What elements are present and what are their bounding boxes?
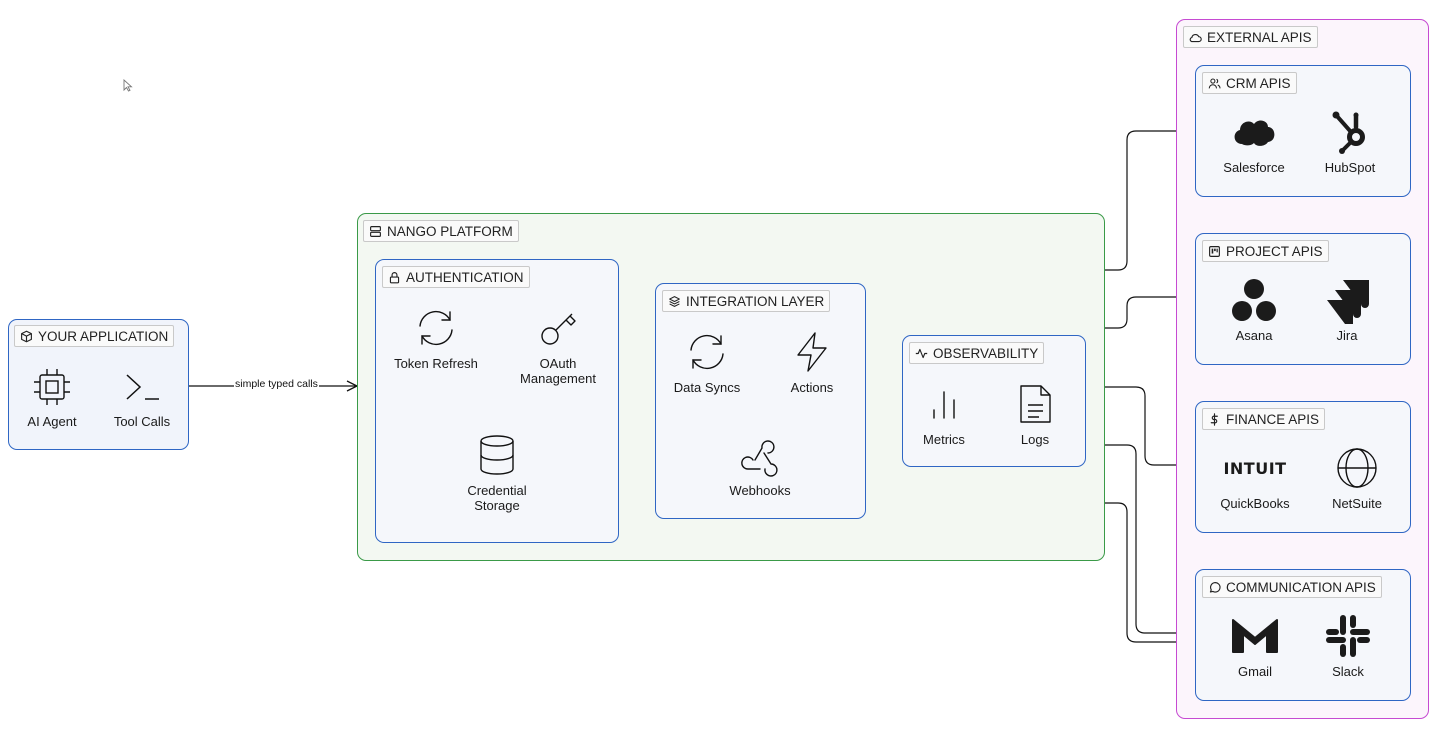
intuit-logo: INTUIT [1223,458,1287,478]
group-finance-apis[interactable]: FINANCE APIS [1195,401,1411,533]
edge-nango-finance [1104,386,1196,465]
node-oauth-management-label: OAuth Management [520,356,596,386]
group-label-communication-apis: COMMUNICATION APIS [1202,576,1382,598]
document-icon [1020,385,1051,423]
group-label-integration-layer: INTEGRATION LAYER [662,290,831,312]
group-your-application[interactable]: YOUR APPLICATION [8,319,189,450]
node-salesforce[interactable]: Salesforce [1215,110,1293,175]
node-jira-label: Jira [1336,328,1358,343]
group-project-apis[interactable]: PROJECT APIS [1195,233,1411,365]
lock-icon [389,271,400,283]
edge-nango-comm-1 [1104,444,1196,633]
users-icon [1208,78,1221,88]
asana-icon [1232,279,1276,321]
group-integration-layer[interactable]: INTEGRATION LAYER [655,283,866,519]
node-jira[interactable]: Jira [1320,278,1374,343]
edge-nango-project [1104,297,1196,329]
node-ai-agent-label: AI Agent [27,414,77,429]
node-metrics-label: Metrics [923,432,965,447]
group-label-finance-apis: FINANCE APIS [1202,408,1326,430]
node-hubspot-label: HubSpot [1324,160,1376,175]
node-hubspot[interactable]: HubSpot [1318,110,1382,175]
group-communication-apis[interactable]: COMMUNICATION APIS [1195,569,1411,701]
group-label-project-apis: PROJECT APIS [1202,240,1329,262]
message-circle-icon [1209,581,1221,593]
node-actions[interactable]: Actions [781,330,843,395]
terminal-icon [126,374,159,400]
node-gmail-label: Gmail [1238,664,1272,679]
node-quickbooks-label: QuickBooks [1220,496,1290,511]
group-authentication[interactable]: AUTHENTICATION [375,259,619,543]
node-quickbooks[interactable]: INTUIT QuickBooks [1210,446,1300,512]
node-salesforce-label: Salesforce [1223,160,1285,175]
mouse-cursor-icon [123,79,133,92]
group-label-observability: OBSERVABILITY [909,342,1045,364]
slack-icon [1326,615,1370,657]
cube-icon [21,330,32,342]
group-label-nango-platform: NANGO PLATFORM [363,220,519,242]
node-slack-label: Slack [1332,664,1364,679]
gmail-icon [1232,619,1278,653]
group-label-authentication: AUTHENTICATION [382,266,530,288]
sync-icon [690,334,724,370]
database-icon [480,435,514,475]
node-data-syncs-label: Data Syncs [673,380,741,395]
node-tool-calls[interactable]: Tool Calls [110,366,174,429]
group-label-crm-apis: CRM APIS [1202,72,1297,94]
jira-icon [1327,280,1369,324]
node-token-refresh-label: Token Refresh [394,356,478,371]
node-tool-calls-label: Tool Calls [113,414,171,429]
globe-icon [1337,448,1377,488]
lightning-bolt-icon [797,332,827,372]
dollar-icon [1210,412,1218,426]
group-observability[interactable]: OBSERVABILITY [902,335,1086,467]
kanban-icon [1209,245,1220,257]
key-icon [541,313,576,345]
node-token-refresh[interactable]: Token Refresh [388,306,484,371]
node-slack[interactable]: Slack [1320,614,1376,679]
group-label-your-application: YOUR APPLICATION [14,325,175,347]
node-ai-agent[interactable]: AI Agent [23,366,81,429]
node-actions-label: Actions [790,380,834,395]
refresh-icon [419,310,453,346]
group-label-external-apis: EXTERNAL APIS [1183,26,1318,48]
node-webhooks[interactable]: Webhooks [720,433,800,498]
hubspot-icon [1332,111,1365,154]
activity-icon [915,348,928,358]
node-netsuite[interactable]: NetSuite [1325,446,1389,511]
node-logs-label: Logs [1020,432,1050,447]
cloud-icon [1189,33,1202,42]
node-oauth-management[interactable]: OAuth Management [512,306,604,386]
node-metrics[interactable]: Metrics [917,382,971,447]
node-credential-storage-label: Credential Storage [467,483,527,513]
node-webhooks-label: Webhooks [729,483,791,498]
edge-nango-crm [1104,131,1196,271]
node-data-syncs[interactable]: Data Syncs [666,330,748,395]
node-asana[interactable]: Asana [1222,278,1286,343]
layers-icon [669,295,680,307]
bar-chart-icon [933,391,955,419]
edge-label-simple-typed-calls: simple typed calls [234,378,319,390]
server-icon [370,225,381,237]
webhook-icon [741,440,778,477]
node-credential-storage[interactable]: Credential Storage [450,433,544,513]
node-asana-label: Asana [1235,328,1273,343]
edge-nango-comm-2 [1104,502,1196,642]
group-crm-apis[interactable]: CRM APIS [1195,65,1411,197]
node-logs[interactable]: Logs [1013,382,1057,447]
salesforce-cloud-icon [1234,120,1275,146]
node-netsuite-label: NetSuite [1332,496,1382,511]
node-gmail[interactable]: Gmail [1226,614,1284,679]
cpu-chip-icon [34,369,70,405]
